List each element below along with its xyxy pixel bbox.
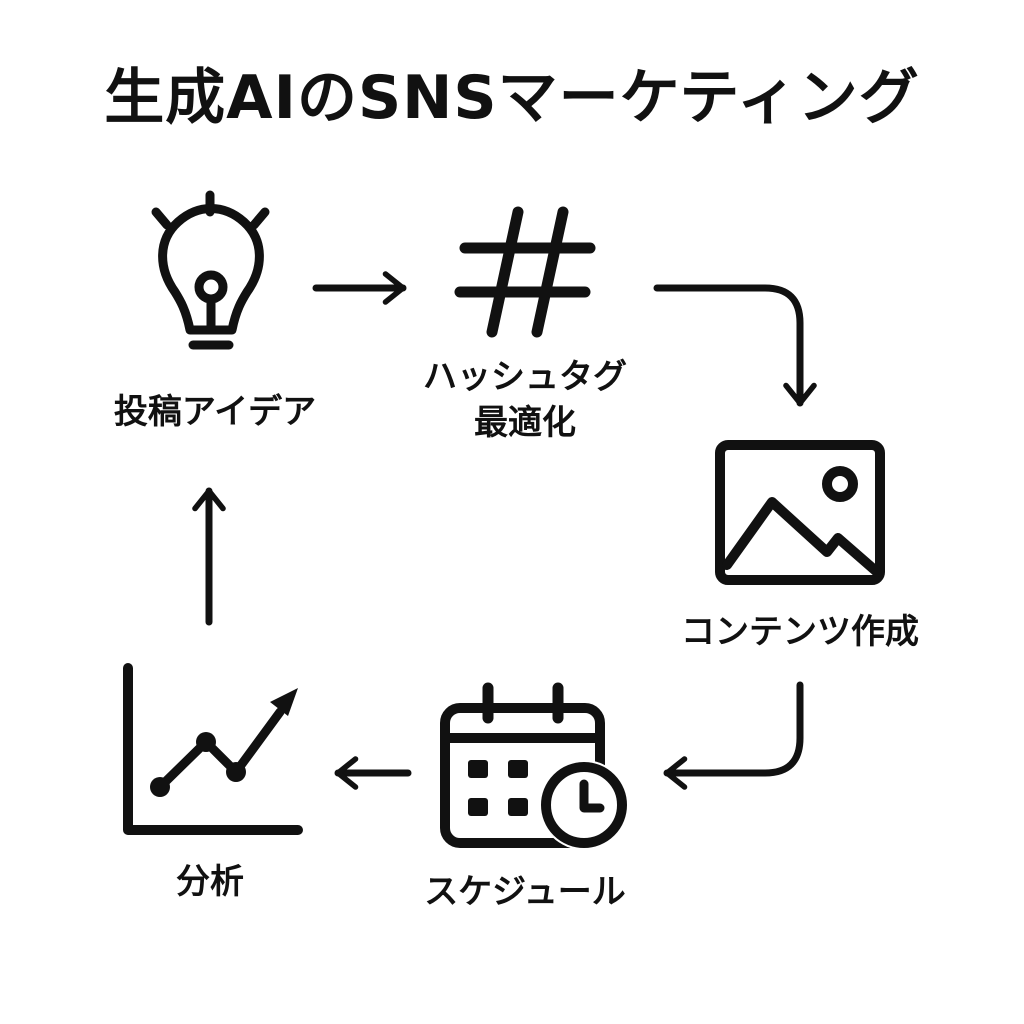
calendar-clock-icon xyxy=(440,682,629,850)
line-chart-icon xyxy=(123,663,303,835)
page-title: 生成AIのSNSマーケティング xyxy=(104,63,920,133)
image-icon xyxy=(715,440,885,585)
arrow-hashtag-to-content xyxy=(653,284,817,407)
step-label-schedule: スケジュール xyxy=(424,872,626,912)
step-label-hashtag-line1: ハッシュタグ xyxy=(423,357,627,397)
step-label-analysis: 分析 xyxy=(176,862,244,902)
step-label-hashtag-line2: 最適化 xyxy=(474,402,576,443)
step-label-content: コンテンツ作成 xyxy=(681,612,919,652)
hashtag-icon xyxy=(454,206,596,338)
step-label-hashtag: ハッシュタグ 最適化 xyxy=(380,355,670,447)
arrow-content-to-schedule xyxy=(663,681,804,790)
lightbulb-icon xyxy=(151,190,270,350)
step-label-idea: 投稿アイデア xyxy=(113,392,317,432)
